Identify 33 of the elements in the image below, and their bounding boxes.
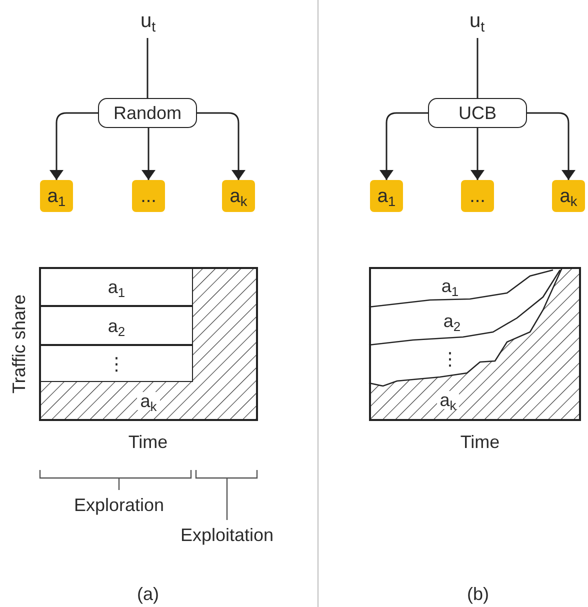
arrow	[197, 112, 246, 180]
panel-label: (b)	[467, 585, 489, 605]
area-label: a$_{1}$	[441, 277, 459, 297]
input-label: u$_{t}$	[457, 4, 497, 38]
arrow	[470, 128, 484, 180]
arrow	[380, 112, 428, 180]
input-label: u$_{t}$	[128, 4, 168, 38]
axis-title: Traffic share	[10, 294, 30, 394]
chart-band: ⋮	[40, 345, 193, 382]
arrow	[527, 112, 576, 180]
bracket-label: Exploitation	[180, 526, 274, 546]
chart-band: a$_{k}$	[425, 386, 471, 414]
action-box: a$_{k}$	[222, 180, 255, 212]
action-box: a$_{1}$	[40, 180, 73, 212]
chart-band: a$_{2}$	[40, 306, 193, 345]
action-box: a$_{1}$	[370, 180, 403, 212]
policy-box: UCB	[428, 98, 527, 128]
action-box: a$_{k}$	[552, 180, 585, 212]
arrow	[142, 128, 156, 180]
policy-box: Random	[98, 98, 197, 128]
connector-line	[146, 38, 148, 98]
chart-band: a$_{1}$	[40, 268, 193, 306]
chart-band: a$_{k}$	[40, 382, 257, 420]
panel-label: (a)	[137, 585, 159, 605]
area-label: a$_{2}$	[443, 312, 461, 332]
area-label: ⋮	[441, 350, 459, 370]
action-box: ...	[132, 180, 165, 212]
bracket-label: Exploration	[74, 496, 164, 516]
axis-title: Time	[128, 433, 168, 453]
action-box: ...	[461, 180, 494, 212]
axis-title: Time	[460, 433, 500, 453]
arrow	[50, 112, 98, 180]
connector-line	[476, 38, 478, 98]
